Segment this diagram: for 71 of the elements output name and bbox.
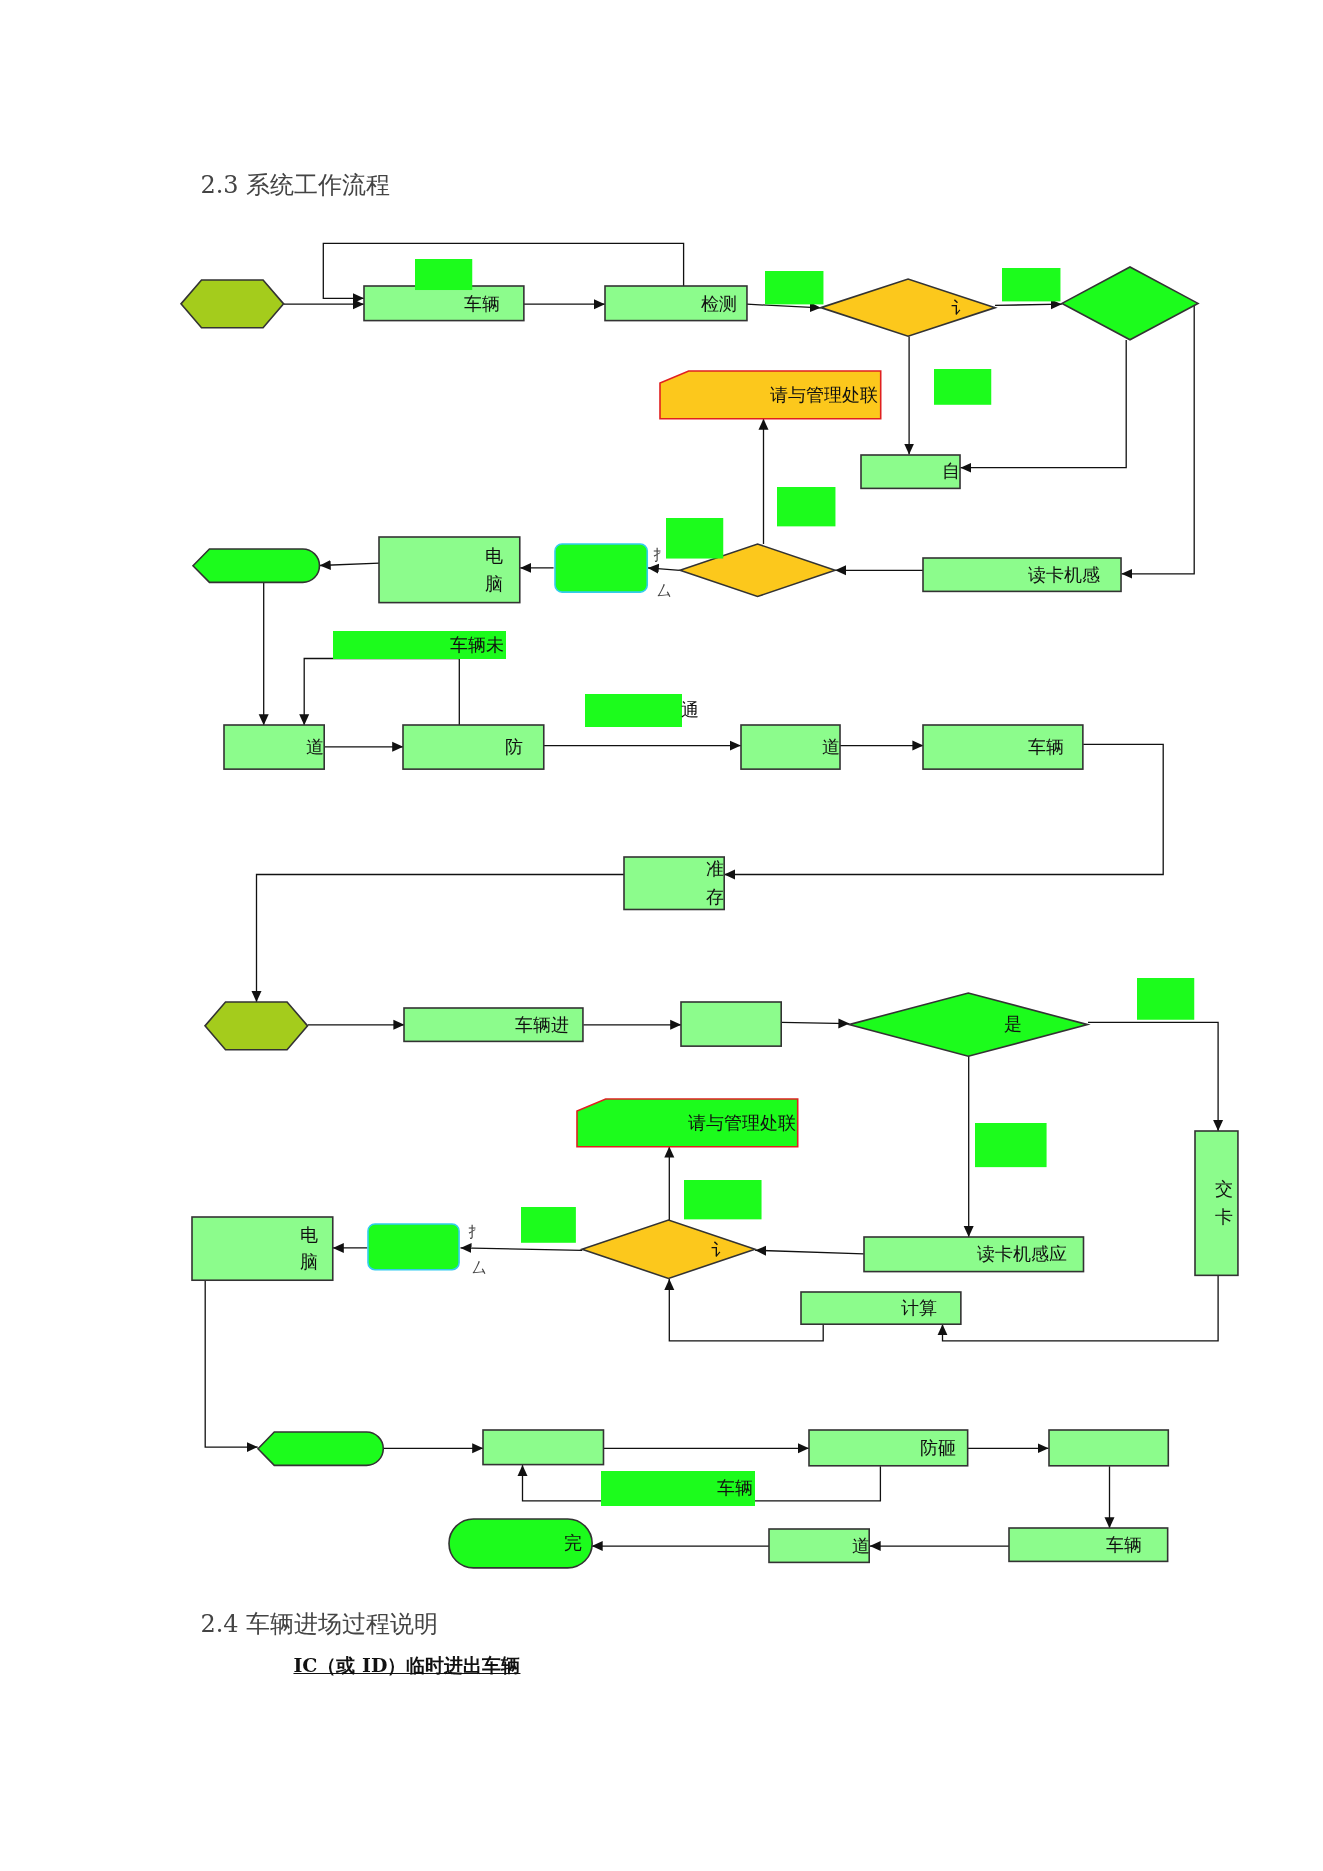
section-heading: 2.4 车辆进场过程说明 <box>200 1609 439 1641</box>
arrow <box>204 1279 259 1453</box>
note-text: 厶 <box>657 582 673 602</box>
label-patch <box>1136 978 1195 1020</box>
arrow <box>937 1274 1219 1342</box>
process-box <box>1048 1430 1168 1467</box>
display-shape <box>193 548 320 583</box>
process-box: 读卡机感 <box>923 558 1122 592</box>
process-box: 防 <box>403 725 544 770</box>
subheading: IC（或 ID）临时进出车辆 <box>293 1653 521 1679</box>
arrow <box>322 242 685 304</box>
label-patch <box>665 517 723 559</box>
note-text: 厶 <box>472 1258 488 1278</box>
process-box: 道 <box>740 725 840 770</box>
label-patch <box>415 258 473 290</box>
message-box: 请与管理处联 <box>577 1098 799 1147</box>
rounded-box <box>367 1222 461 1271</box>
process-box: 车辆 <box>1009 1528 1168 1562</box>
process-box <box>483 1430 604 1465</box>
process-box: 计算 <box>800 1292 961 1325</box>
process-box: 检测 <box>604 286 747 321</box>
arrow <box>1104 1465 1115 1529</box>
arrow <box>664 1278 824 1342</box>
process-box: 道 <box>769 1529 870 1563</box>
arrow <box>746 302 822 313</box>
process-box: 车辆 <box>923 725 1084 770</box>
arrow <box>647 563 681 574</box>
section-heading: 2.3 系统工作流程 <box>200 170 391 202</box>
decision-diamond: 讠 <box>582 1220 756 1279</box>
arrow <box>758 418 769 545</box>
arrow <box>664 1145 675 1222</box>
arrow <box>1087 1021 1224 1132</box>
decision-diamond <box>680 544 836 597</box>
label-patch <box>683 1179 762 1220</box>
arrow <box>258 581 269 726</box>
note-text: 扌 <box>467 1222 483 1242</box>
process-box: 准存 <box>623 856 725 910</box>
process-box: 防砸 <box>808 1430 968 1467</box>
label-patch <box>1002 268 1061 302</box>
message-box: 请与管理处联 <box>659 371 881 419</box>
process-box: 交卡 <box>1195 1130 1239 1276</box>
rounded-box <box>553 542 648 593</box>
decision-diamond <box>1061 267 1198 340</box>
start-hexagon <box>205 1002 308 1050</box>
arrow <box>994 299 1063 310</box>
display-shape <box>257 1431 383 1465</box>
arrow <box>459 1243 583 1254</box>
arrow <box>382 1443 484 1454</box>
decision-diamond: 讠 <box>820 279 995 337</box>
arrow <box>904 335 915 456</box>
note-text: 扌 <box>652 546 668 566</box>
process-box: 电脑 <box>379 536 521 603</box>
start-hexagon <box>181 280 284 329</box>
label-patch <box>521 1207 577 1244</box>
edge-label: 车辆未 <box>332 631 506 659</box>
label-patch <box>776 486 836 527</box>
process-box: 车辆进 <box>404 1008 584 1042</box>
arrow <box>869 1541 1010 1552</box>
edge-label: 车辆 <box>601 1470 756 1506</box>
label-patch <box>974 1122 1047 1167</box>
process-box: 车辆 <box>363 286 524 321</box>
arrow <box>332 1242 369 1253</box>
end-terminal: 完 <box>448 1518 592 1568</box>
process-box: 道 <box>224 725 325 770</box>
process-box <box>681 1002 782 1047</box>
arrow <box>963 1055 974 1238</box>
process-box: 读卡机感应 <box>863 1237 1084 1272</box>
label-patch <box>934 368 992 405</box>
process-box: 自 <box>861 454 961 488</box>
label-patch <box>764 270 824 305</box>
process-box: 电脑 <box>192 1216 333 1281</box>
